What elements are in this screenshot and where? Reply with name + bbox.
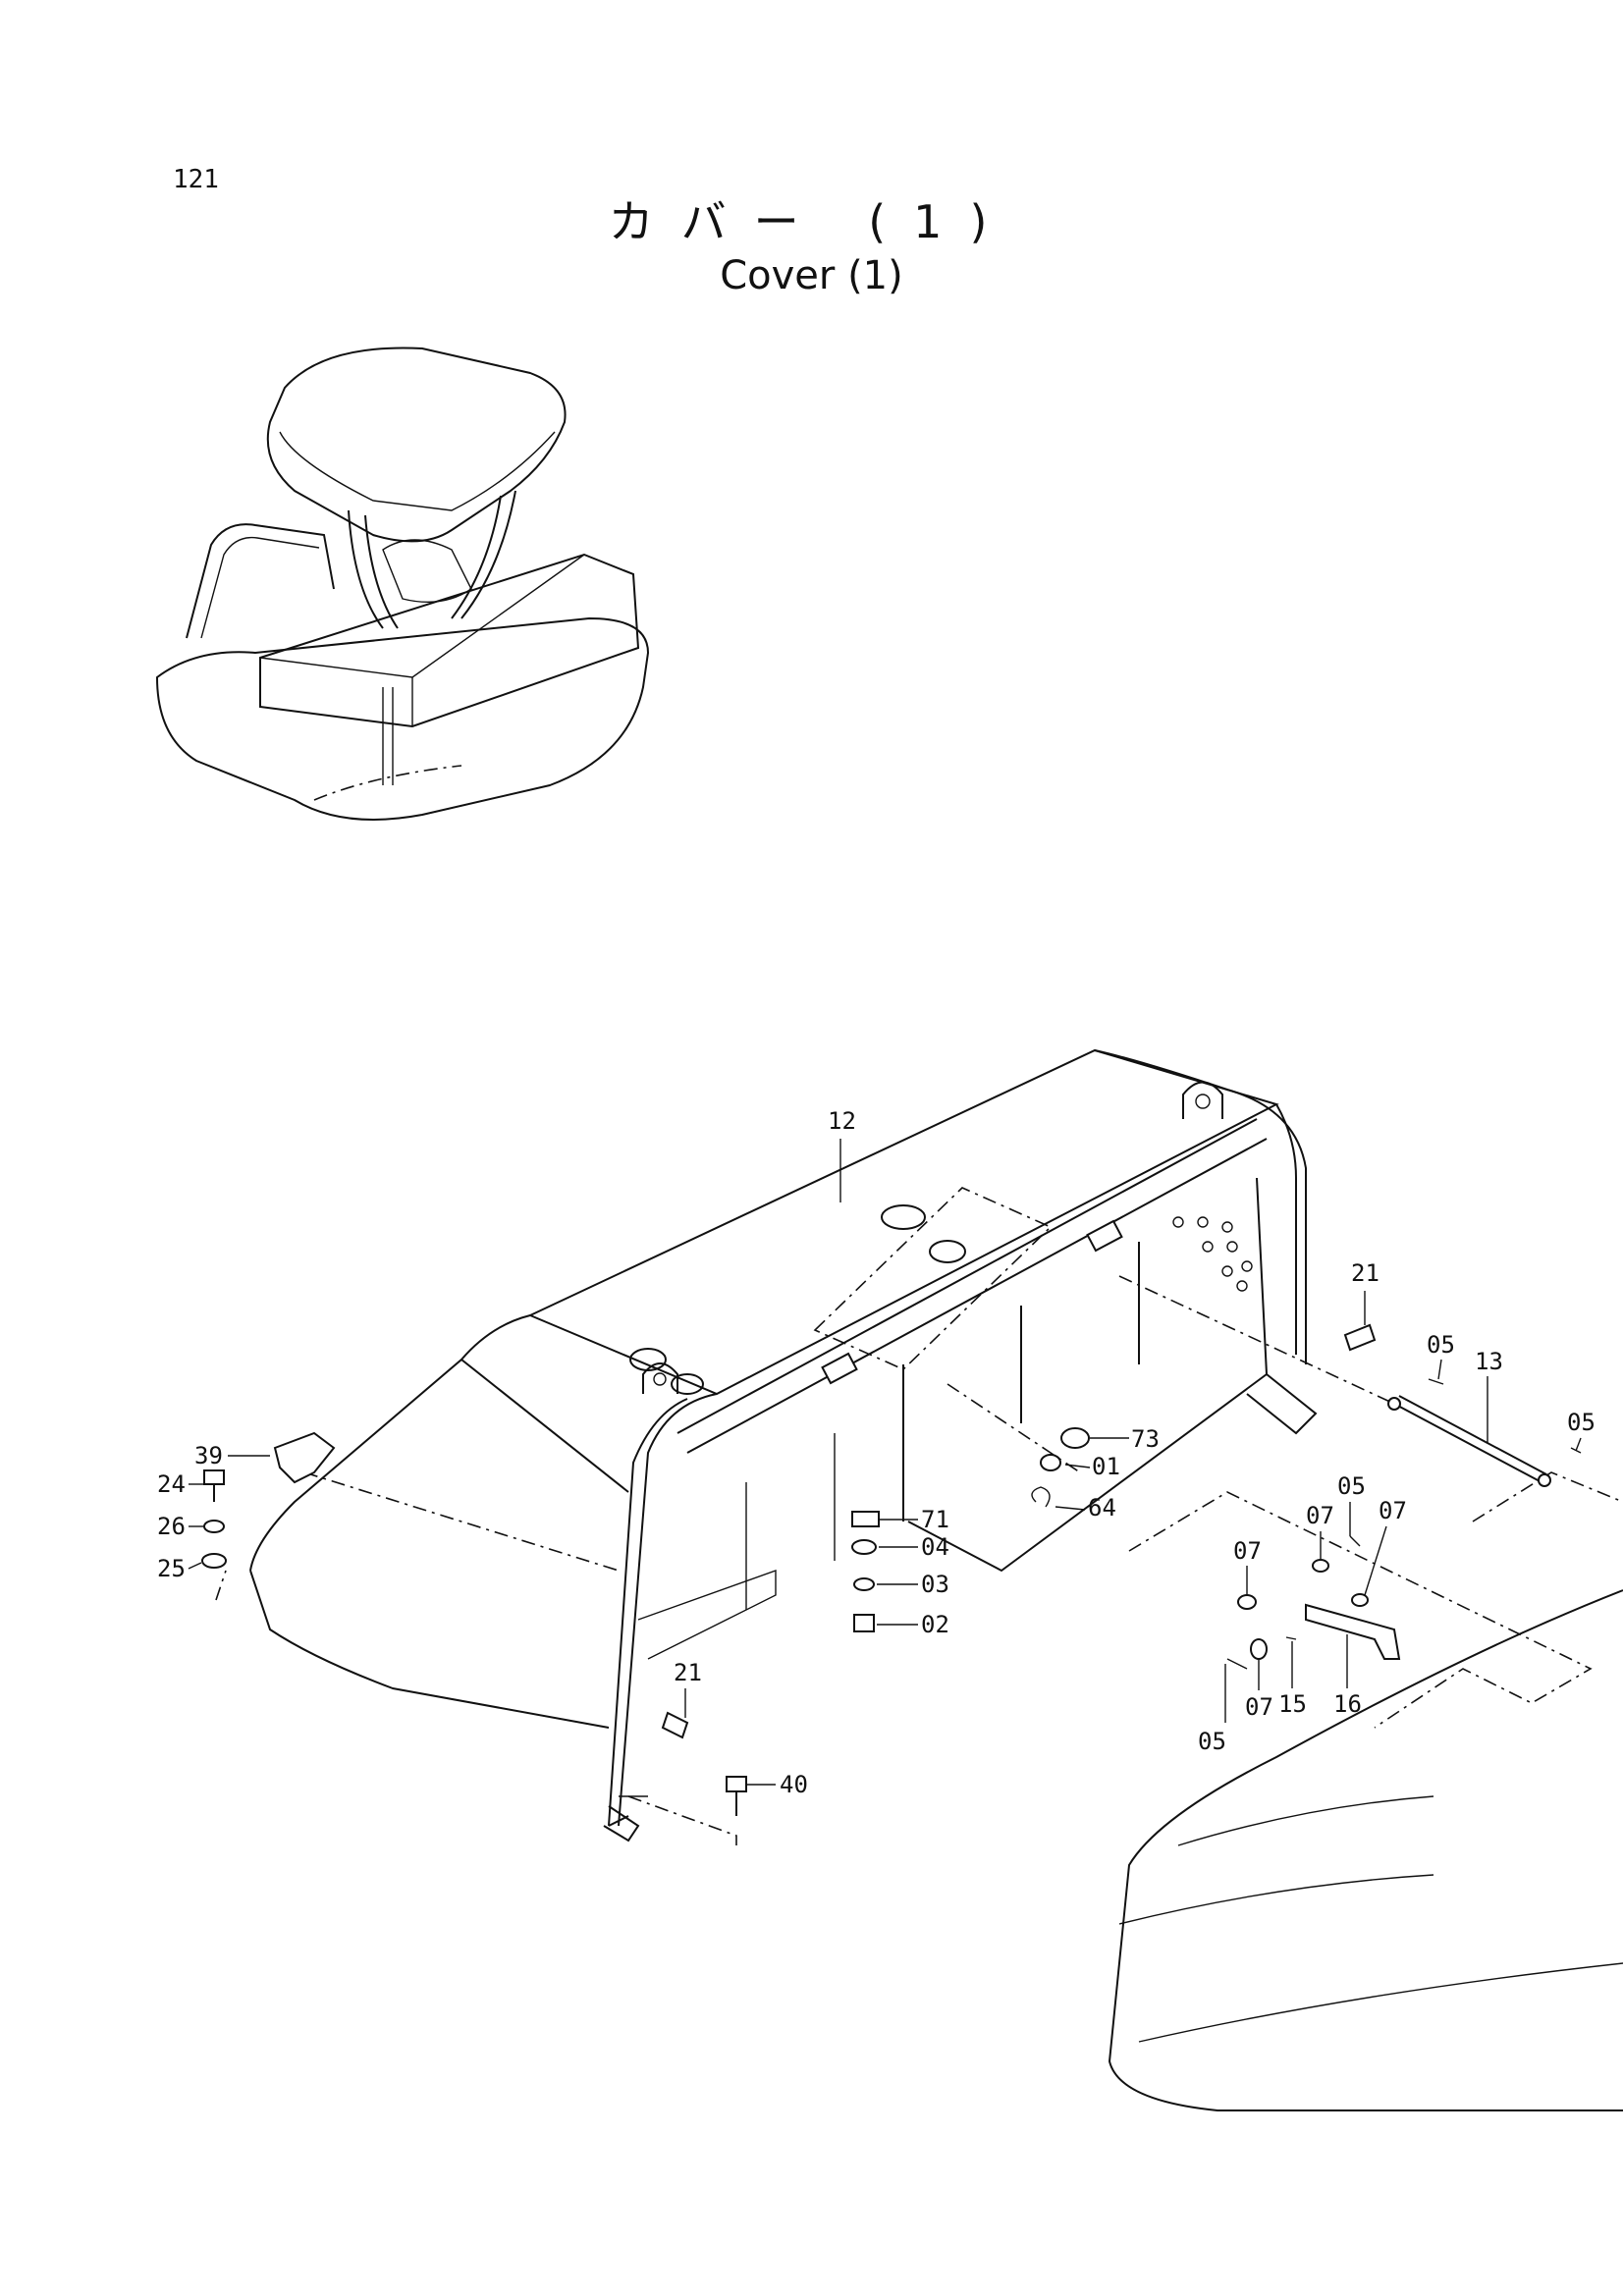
cover-top-panel [527,1048,1279,1396]
hinge [1086,1219,1123,1253]
callout-01: 01 [1092,1453,1120,1480]
washer-07 [1250,1638,1268,1660]
callout-16: 16 [1333,1690,1362,1718]
washer-07 [1351,1593,1369,1607]
title-japanese: カバー (1) [608,195,1015,248]
latch-39 [273,1431,336,1484]
lifting-lug [642,1362,678,1394]
highlighted-cover [259,553,640,728]
callout-07: 07 [1233,1537,1262,1565]
callout-05: 05 [1567,1409,1596,1436]
callout-64: 64 [1088,1494,1116,1522]
lifting-lug [1182,1081,1223,1119]
title-english: Cover (1) [720,253,903,298]
top-hole [929,1240,966,1263]
bolt-02 [853,1614,875,1632]
washer-07 [1237,1594,1257,1610]
top-hole [629,1348,667,1371]
callout-26: 26 [157,1513,186,1540]
spring-73 [1060,1427,1090,1449]
washer-04 [851,1539,877,1555]
callout-07: 07 [1245,1693,1273,1721]
callout-13: 13 [1475,1348,1503,1375]
callout-05: 05 [1427,1331,1455,1359]
machine-overview-illustration [155,347,650,821]
callout-07: 07 [1379,1497,1407,1524]
callout-15: 15 [1278,1690,1307,1718]
canopy-post [460,490,516,619]
mounting-foot [1246,1373,1318,1435]
canopy-roof [266,347,567,543]
page-number: 121 [173,165,219,194]
washer-25 [201,1553,227,1569]
top-hole [881,1204,926,1230]
bolt-21 [661,1711,689,1739]
washer-07 [1312,1559,1329,1573]
guard-rail [186,523,335,639]
callout-21: 21 [1351,1259,1380,1287]
callout-21: 21 [674,1659,702,1686]
hinge [821,1352,858,1385]
cover-assembly-12 [249,1048,1318,1842]
callout-73: 73 [1131,1425,1160,1453]
callout-40: 40 [780,1771,808,1798]
clip-64 [1031,1486,1051,1508]
bolt-pattern [1172,1216,1253,1292]
engine-hood-outline [1108,1589,1623,2111]
canopy-post [348,509,384,629]
callout-39: 39 [194,1442,223,1469]
callout-25: 25 [157,1555,186,1582]
side-panel-bottom-edge [249,1570,610,1729]
pin-05 [1226,1658,1248,1670]
callout-71: 71 [921,1506,949,1533]
bracket-71 [851,1511,880,1527]
callout-05: 05 [1337,1472,1366,1500]
bolt-24 [203,1469,225,1485]
mounting-foot [603,1805,640,1842]
part-01 [1040,1454,1061,1471]
access-panel-outline [813,1187,1053,1370]
rod-13 [1393,1403,1542,1483]
washer-26 [203,1520,225,1533]
operator-seat [382,539,472,604]
machine-base [155,616,650,821]
pin-05 [1428,1378,1444,1385]
washer-03 [853,1577,875,1591]
callout-05: 05 [1198,1728,1226,1755]
callout-12: 12 [828,1107,856,1135]
pin-15 [1285,1636,1297,1640]
leader-lines [188,1139,1582,1786]
bolt-40 [726,1776,747,1792]
callout-04: 04 [921,1533,949,1561]
callout-07: 07 [1306,1502,1334,1529]
top-hole [671,1373,704,1395]
bolt-21 [1343,1323,1377,1352]
callout-03: 03 [921,1571,949,1598]
lever-16 [1305,1603,1401,1660]
callout-02: 02 [921,1611,949,1638]
callout-labels: 12 21 05 13 05 73 01 64 71 04 03 02 39 2… [157,1107,1596,1798]
callout-24: 24 [157,1470,186,1498]
pin-05 [1349,1535,1361,1547]
